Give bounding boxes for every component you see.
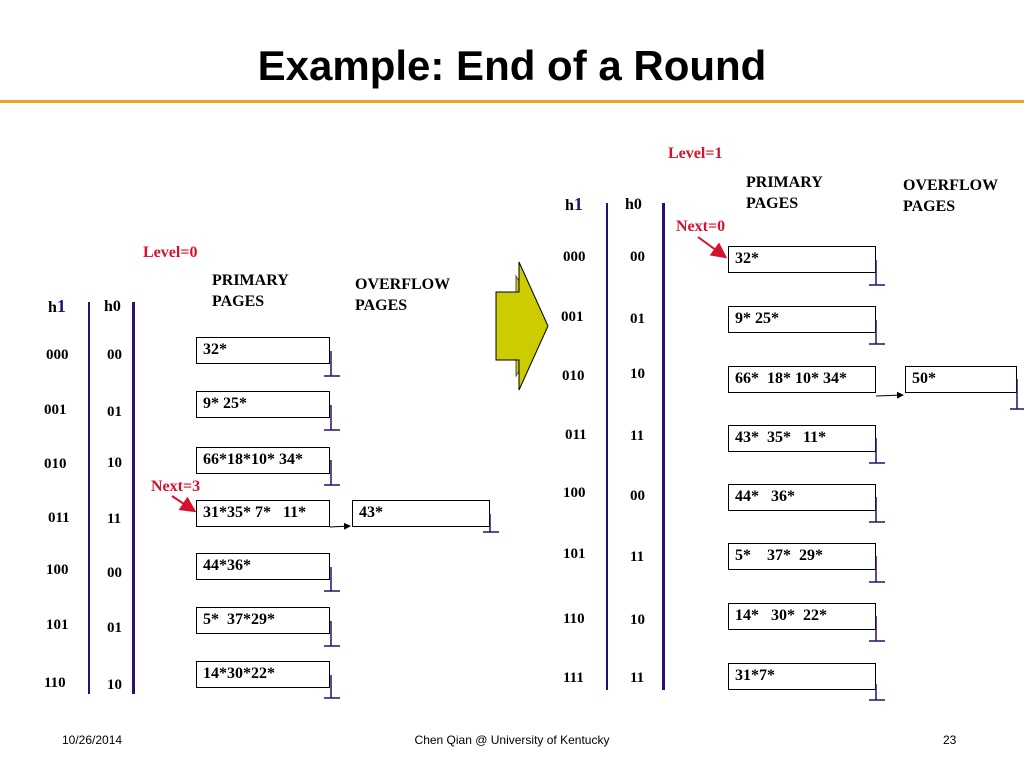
before-primary-page: 31*35* 7* 11* [196,500,330,527]
footer-date: 10/26/2014 [62,733,123,747]
slide-title: Example: End of a Round [257,42,767,89]
after-primary-page: 14* 30* 22* [728,603,876,630]
footer-page-number: 23 [943,733,957,747]
before-primary-page: 44*36* [196,553,330,580]
after-h1-value: 000 [563,249,586,265]
title-divider [0,100,1024,103]
before-h0-divider [132,302,135,694]
after-h1-value: 010 [562,368,585,384]
before-primary-page: 66*18*10* 34* [196,447,330,474]
before-overflow-page: 43* [352,500,490,527]
after-h0-value: 11 [630,428,645,444]
after-h0-value: 11 [630,549,645,565]
before-level-label: Level=0 [143,244,198,261]
before-h0-header: h0 [104,298,121,316]
after-primary-page: 66* 18* 10* 34* [728,366,876,393]
after-h0-value: 00 [630,249,645,265]
after-h0-letter: h [625,196,634,213]
before-primary-page: 32* [196,337,330,364]
before-h1-header: h1 [48,296,66,317]
after-h0-header: h0 [625,196,642,214]
after-h1-header: h1 [565,194,583,215]
after-primary-page: 31*7* [728,663,876,690]
after-primary-page: 9* 25* [728,306,876,333]
after-h0-subscript: 0 [633,196,642,213]
after-h1-letter: h [565,197,574,214]
after-overflow-header: OVERFLOW PAGES [903,177,999,215]
after-h1-value: 011 [565,427,587,443]
after-h0-value: 10 [630,612,645,628]
before-primary-header: PRIMARY PAGES [212,272,289,310]
before-primary-page: 14*30*22* [196,661,330,688]
before-h1-divider [88,302,90,694]
after-primary-header: PRIMARY PAGES [746,174,823,212]
before-h0-value: 01 [107,620,122,636]
after-next-arrow-icon [697,236,728,259]
before-overflow-header: OVERFLOW PAGES [355,276,451,314]
before-primary-page: 9* 25* [196,391,330,418]
after-h0-value: 00 [630,488,645,504]
before-h0-value: 01 [107,404,122,420]
after-h1-value: 101 [563,546,586,562]
before-h0-value: 10 [107,455,122,471]
before-h0-value: 00 [107,565,122,581]
before-primary-page: 5* 37*29* [196,607,330,634]
before-h1-value: 000 [46,347,69,363]
after-overflow-page: 50* [905,366,1017,393]
before-overflow-link [329,522,351,530]
after-h1-divider [606,203,608,690]
before-h1-value: 010 [44,456,67,472]
before-h1-letter: h [48,299,57,316]
before-h1-value: 110 [44,675,66,691]
after-h1-value: 001 [561,309,584,325]
after-primary-page: 43* 35* 11* [728,425,876,452]
before-h0-value: 11 [107,511,122,527]
before-h1-value: 001 [44,402,67,418]
before-h1-value: 011 [48,510,70,526]
after-h1-value: 110 [563,611,585,627]
after-h1-value: 100 [563,485,586,501]
before-h0-letter: h [104,298,113,315]
after-primary-page: 32* [728,246,876,273]
after-h0-value: 11 [630,670,645,686]
before-h1-value: 101 [46,617,69,633]
after-h0-value: 10 [630,366,645,382]
after-primary-page: 44* 36* [728,484,876,511]
after-level-label: Level=1 [668,145,723,162]
before-h1-value: 100 [46,562,69,578]
before-next-label: Next=3 [151,478,201,495]
after-h0-divider [662,203,665,690]
before-h1-subscript: 1 [56,296,66,316]
transition-arrow-shape [495,261,549,391]
before-next-arrow-icon [171,495,197,513]
after-primary-page: 5* 37* 29* [728,543,876,570]
after-page-end-markers [869,260,1024,701]
before-page-end-markers [324,351,499,699]
before-h0-value: 10 [107,677,122,693]
after-h1-value: 111 [563,670,584,686]
after-overflow-link [875,391,904,399]
after-h0-value: 01 [630,311,645,327]
footer-credit: Chen Qian @ University of Kentucky [414,733,610,747]
before-h0-subscript: 0 [112,298,121,315]
after-h1-subscript: 1 [573,194,583,214]
after-next-label: Next=0 [676,218,726,235]
before-h0-value: 00 [107,347,122,363]
